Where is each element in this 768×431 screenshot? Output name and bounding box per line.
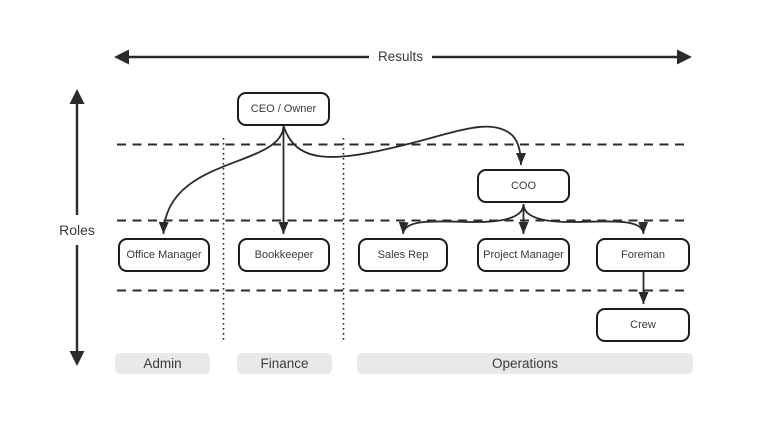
node-office-manager-label: Office Manager: [126, 249, 202, 261]
department-pill-operations: Operations: [357, 353, 693, 374]
results-arrow-right-icon: [677, 49, 692, 65]
connector-ceo-office-manager: [158, 125, 285, 235]
node-foreman: Foreman: [596, 238, 690, 272]
node-ceo-owner-label: CEO / Owner: [250, 103, 317, 115]
node-office-manager: Office Manager: [118, 238, 210, 272]
roles-arrow-down-icon: [69, 351, 85, 366]
node-coo: COO: [477, 169, 570, 203]
node-project-manager: Project Manager: [477, 238, 570, 272]
roles-axis-label: Roles: [55, 215, 99, 245]
node-foreman-label: Foreman: [620, 249, 666, 261]
node-bookkeeper: Bookkeeper: [238, 238, 330, 272]
department-operations-label: Operations: [491, 356, 559, 371]
connector-ceo-coo: [282, 125, 526, 166]
department-finance-label: Finance: [260, 356, 309, 371]
node-crew-label: Crew: [630, 319, 656, 331]
connector-coo-foreman: [522, 203, 649, 235]
department-pill-admin: Admin: [115, 353, 210, 374]
node-sales-rep-label: Sales Rep: [377, 249, 429, 261]
roles-arrow-up-icon: [69, 89, 85, 104]
node-sales-rep: Sales Rep: [358, 238, 448, 272]
node-project-manager-label: Project Manager: [483, 249, 564, 261]
node-crew: Crew: [596, 308, 690, 342]
node-bookkeeper-label: Bookkeeper: [254, 249, 314, 261]
node-coo-label: COO: [510, 180, 537, 192]
results-arrow-left-icon: [114, 49, 129, 65]
department-pill-finance: Finance: [237, 353, 332, 374]
node-ceo-owner: CEO / Owner: [237, 92, 330, 126]
connector-coo-sales-rep: [398, 203, 525, 235]
results-axis-label: Results: [369, 48, 433, 65]
department-admin-label: Admin: [143, 356, 182, 371]
